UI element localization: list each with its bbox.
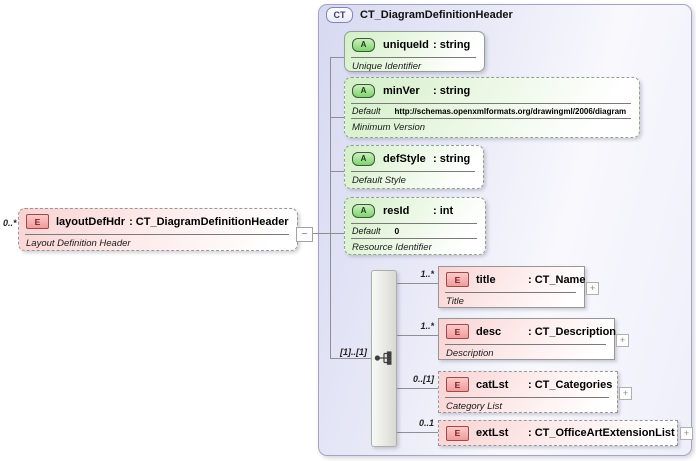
attribute-type: : int — [433, 204, 454, 217]
connector-line — [397, 432, 438, 433]
attribute-title-row: A defStyle : string — [345, 146, 483, 171]
element-title-row: E desc : CT_Description — [439, 319, 617, 344]
annotation-text: Layout Definition Header — [26, 238, 131, 249]
element-name: extLst — [476, 427, 509, 439]
expand-button-catLst[interactable]: + — [619, 387, 632, 400]
element-e-icon: E — [446, 425, 469, 441]
element-desc[interactable]: E desc : CT_Description Description — [438, 318, 617, 360]
attribute-defStyle[interactable]: A defStyle : string Default Style — [344, 145, 484, 189]
connector-line — [330, 117, 344, 118]
attribute-name: defStyle — [383, 152, 426, 165]
default-label: Default — [352, 106, 381, 116]
expand-button-title[interactable]: + — [586, 282, 599, 295]
element-type: : CT_OfficeArtExtensionList — [528, 427, 675, 439]
separator — [445, 344, 606, 345]
attribute-name: minVer — [383, 84, 420, 97]
annotation-text: Title — [446, 296, 464, 307]
annotation-text: Default Style — [352, 175, 406, 186]
attribute-name: uniqueId — [383, 38, 429, 51]
default-label: Default — [352, 226, 381, 236]
attribute-name: resId — [383, 204, 410, 217]
cardinality-label: [1]..[1] — [340, 347, 367, 357]
cardinality-label: 1..* — [420, 269, 434, 279]
complex-type-header: CT CT_DiagramDefinitionHeader — [326, 7, 513, 23]
annotation-text: Resource Identifier — [352, 242, 432, 253]
connector-line — [397, 283, 438, 284]
connector-line — [330, 57, 331, 359]
element-name: layoutDefHdr — [56, 215, 126, 228]
attribute-title-row: A minVer : string — [345, 78, 639, 103]
separator — [351, 57, 476, 58]
separator — [351, 238, 477, 239]
element-title-row: E title : CT_Name — [439, 267, 586, 292]
connector-line — [330, 171, 344, 172]
separator — [445, 397, 609, 398]
element-e-icon: E — [446, 324, 469, 339]
sequence-icon — [374, 351, 392, 365]
attribute-a-icon: A — [352, 37, 375, 52]
default-row: Default 0 — [345, 224, 485, 238]
cardinality-label: 1..* — [420, 321, 434, 331]
element-type: : CT_DiagramDefinitionHeader — [129, 215, 289, 228]
element-title[interactable]: E title : CT_Name Title — [438, 266, 585, 308]
plus-icon: + — [589, 283, 596, 293]
attribute-a-icon: A — [352, 203, 375, 218]
element-name: desc — [476, 325, 502, 338]
connector-line — [397, 388, 438, 389]
plus-icon: + — [683, 428, 690, 438]
attribute-resId[interactable]: A resId : int Default 0 Resource Identif… — [344, 197, 486, 255]
collapse-button[interactable]: − — [296, 227, 313, 242]
annotation-text: Description — [446, 348, 494, 359]
element-type: : CT_Name — [528, 273, 586, 286]
cardinality-label: 0..1 — [418, 418, 434, 428]
annotation-text: Unique Identifier — [352, 61, 422, 72]
attribute-minVer[interactable]: A minVer : string Default http://schemas… — [344, 77, 640, 138]
separator — [445, 292, 576, 293]
attribute-uniqueId[interactable]: A uniqueId : string Unique Identifier — [344, 31, 485, 72]
attribute-a-icon: A — [352, 83, 375, 98]
cardinality-label: 0..* — [3, 218, 17, 228]
separator — [351, 118, 631, 119]
element-name: catLst — [476, 378, 509, 391]
default-value: 0 — [394, 226, 400, 236]
connector-line — [311, 233, 344, 234]
separator — [351, 171, 475, 172]
attribute-type: : string — [433, 38, 471, 51]
attribute-title-row: A uniqueId : string — [345, 32, 484, 57]
element-layoutDefHdr[interactable]: E layoutDefHdr : CT_DiagramDefinitionHea… — [18, 208, 298, 251]
expand-button-desc[interactable]: + — [616, 334, 629, 347]
element-type: : CT_Description — [528, 325, 617, 338]
element-title-row: E extLst : CT_OfficeArtExtensionList — [439, 421, 677, 445]
attribute-title-row: A resId : int — [345, 198, 485, 223]
default-row: Default http://schemas.openxmlformats.or… — [345, 104, 639, 118]
separator — [351, 103, 631, 104]
complex-type-title: CT_DiagramDefinitionHeader — [360, 9, 513, 21]
element-type: : CT_Categories — [528, 378, 613, 391]
ct-badge-icon: CT — [326, 7, 353, 23]
default-value: http://schemas.openxmlformats.org/drawin… — [394, 106, 627, 116]
annotation-text: Category List — [446, 401, 502, 412]
plus-icon: + — [622, 388, 629, 398]
element-title-row: E catLst : CT_Categories — [439, 372, 617, 397]
attribute-type: : string — [433, 152, 471, 165]
connector-line — [397, 335, 438, 336]
plus-icon: + — [619, 335, 626, 345]
element-name: title — [476, 273, 496, 286]
connector-line — [330, 57, 344, 58]
attribute-type: : string — [433, 84, 471, 97]
element-e-icon: E — [446, 272, 469, 287]
element-extLst[interactable]: E extLst : CT_OfficeArtExtensionList — [438, 420, 678, 446]
separator — [25, 234, 289, 235]
annotation-text: Minimum Version — [352, 122, 426, 133]
connector-line — [330, 358, 371, 359]
element-catLst[interactable]: E catLst : CT_Categories Category List — [438, 371, 618, 413]
element-e-icon: E — [26, 214, 49, 229]
expand-button-extLst[interactable]: + — [680, 427, 693, 440]
element-title-row: E layoutDefHdr : CT_DiagramDefinitionHea… — [19, 209, 297, 234]
attribute-a-icon: A — [352, 151, 375, 166]
cardinality-label: 0..[1] — [412, 374, 434, 384]
minus-icon: − — [301, 228, 308, 240]
separator — [351, 223, 477, 224]
element-e-icon: E — [446, 377, 469, 392]
